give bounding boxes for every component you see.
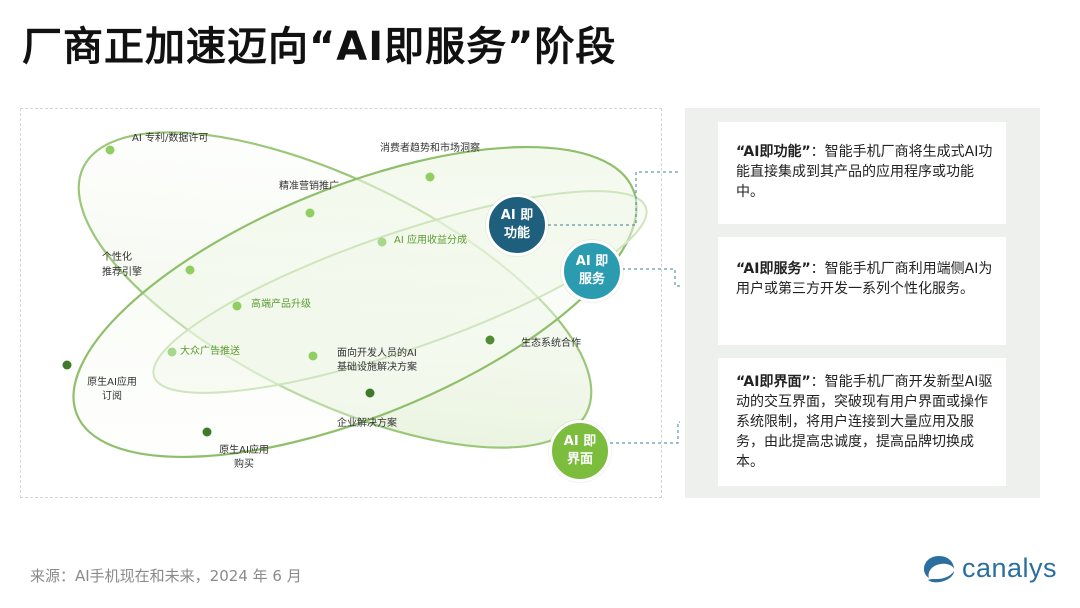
label-ai-patent: AI 专利/数据许可 (132, 133, 209, 144)
node-ecosystem (485, 335, 495, 345)
label-personalized-line2: 推荐引擎 (102, 267, 142, 278)
node-enterprise (365, 388, 375, 398)
label-mass-ads: 大众广告推送 (180, 346, 240, 357)
label-ecosystem: 生态系统合作 (521, 338, 581, 349)
card-function-body: 智能手机厂商将生成式AI功能直接集成到其产品的应用程序或功能中。 (736, 144, 993, 200)
card-ai-as-service: “AI即服务”：智能手机厂商利用端侧AI为用户或第三方开发一系列个性化服务。 (718, 237, 1006, 345)
card-function-term: “AI即功能” (736, 144, 811, 160)
label-premium-upgrade: 高端产品升级 (251, 299, 311, 310)
node-precision-marketing (305, 208, 315, 218)
label-dev-infra-line1: 面向开发人员的AI (337, 348, 417, 359)
circle-service-line1: AI 即 (575, 254, 609, 269)
card-service-sep: ： (810, 261, 825, 277)
label-native-sub-line2: 订阅 (102, 391, 122, 402)
node-ai-revenue-share (377, 237, 387, 247)
label-native-buy-line1: 原生AI应用 (219, 445, 269, 456)
node-ai-patent (105, 145, 115, 155)
node-dev-infra (308, 351, 318, 361)
label-native-buy-line2: 购买 (234, 459, 254, 470)
brand-logo: canalys (922, 553, 1057, 584)
circle-interface-line1: AI 即 (563, 434, 597, 449)
label-native-sub-line1: 原生AI应用 (87, 377, 137, 388)
card-interface-term: “AI即界面” (736, 374, 811, 390)
card-service-body: 智能手机厂商利用端侧AI为用户或第三方开发一系列个性化服务。 (736, 261, 993, 297)
circle-interface-line2: 界面 (566, 452, 593, 467)
label-ai-revenue-share: AI 应用收益分成 (394, 235, 467, 246)
circle-ai-as-function: AI 即 功能 (486, 194, 548, 256)
source-note: 来源：AI手机现在和未来，2024 年 6 月 (30, 567, 302, 585)
connector-service (622, 268, 680, 287)
node-mass-ads (167, 347, 177, 357)
node-consumer-trends (425, 172, 435, 182)
card-ai-as-interface: “AI即界面”：智能手机厂商开发新型AI驱动的交互界面，突破现有用户界面或操作系… (718, 358, 1006, 486)
node-native-sub (62, 360, 72, 370)
diagram-frame (20, 108, 662, 498)
card-ai-as-function: “AI即功能”：智能手机厂商将生成式AI功能直接集成到其产品的应用程序或功能中。 (718, 122, 1006, 224)
label-dev-infra-line2: 基础设施解决方案 (337, 362, 417, 373)
card-service-term: “AI即服务” (736, 261, 811, 277)
card-function-sep: ： (810, 144, 825, 160)
canalys-logo-icon (924, 555, 954, 582)
connector-interface (580, 421, 680, 444)
circle-function-line2: 功能 (503, 226, 530, 241)
node-native-buy (202, 427, 212, 437)
card-interface-sep: ： (810, 374, 825, 390)
circle-function-line1: AI 即 (500, 208, 534, 223)
label-precision-marketing: 精准营销推广 (279, 181, 339, 192)
circle-ai-as-interface: AI 即 界面 (549, 420, 611, 482)
page-title: 厂商正加速迈向“AI即服务”阶段 (22, 24, 617, 70)
circle-service-line2: 服务 (578, 272, 605, 287)
node-personalized (185, 265, 195, 275)
brand-name: canalys (962, 553, 1058, 583)
card-interface-body: 智能手机厂商开发新型AI驱动的交互界面，突破现有用户界面或操作系统限制，将用户连… (736, 374, 993, 470)
label-consumer-trends: 消费者趋势和市场洞察 (380, 143, 480, 154)
connector-function (548, 171, 680, 226)
label-personalized-line1: 个性化 (102, 252, 132, 263)
label-enterprise: 企业解决方案 (337, 418, 397, 429)
node-premium-upgrade (232, 301, 242, 311)
circle-ai-as-service: AI 即 服务 (561, 240, 623, 302)
